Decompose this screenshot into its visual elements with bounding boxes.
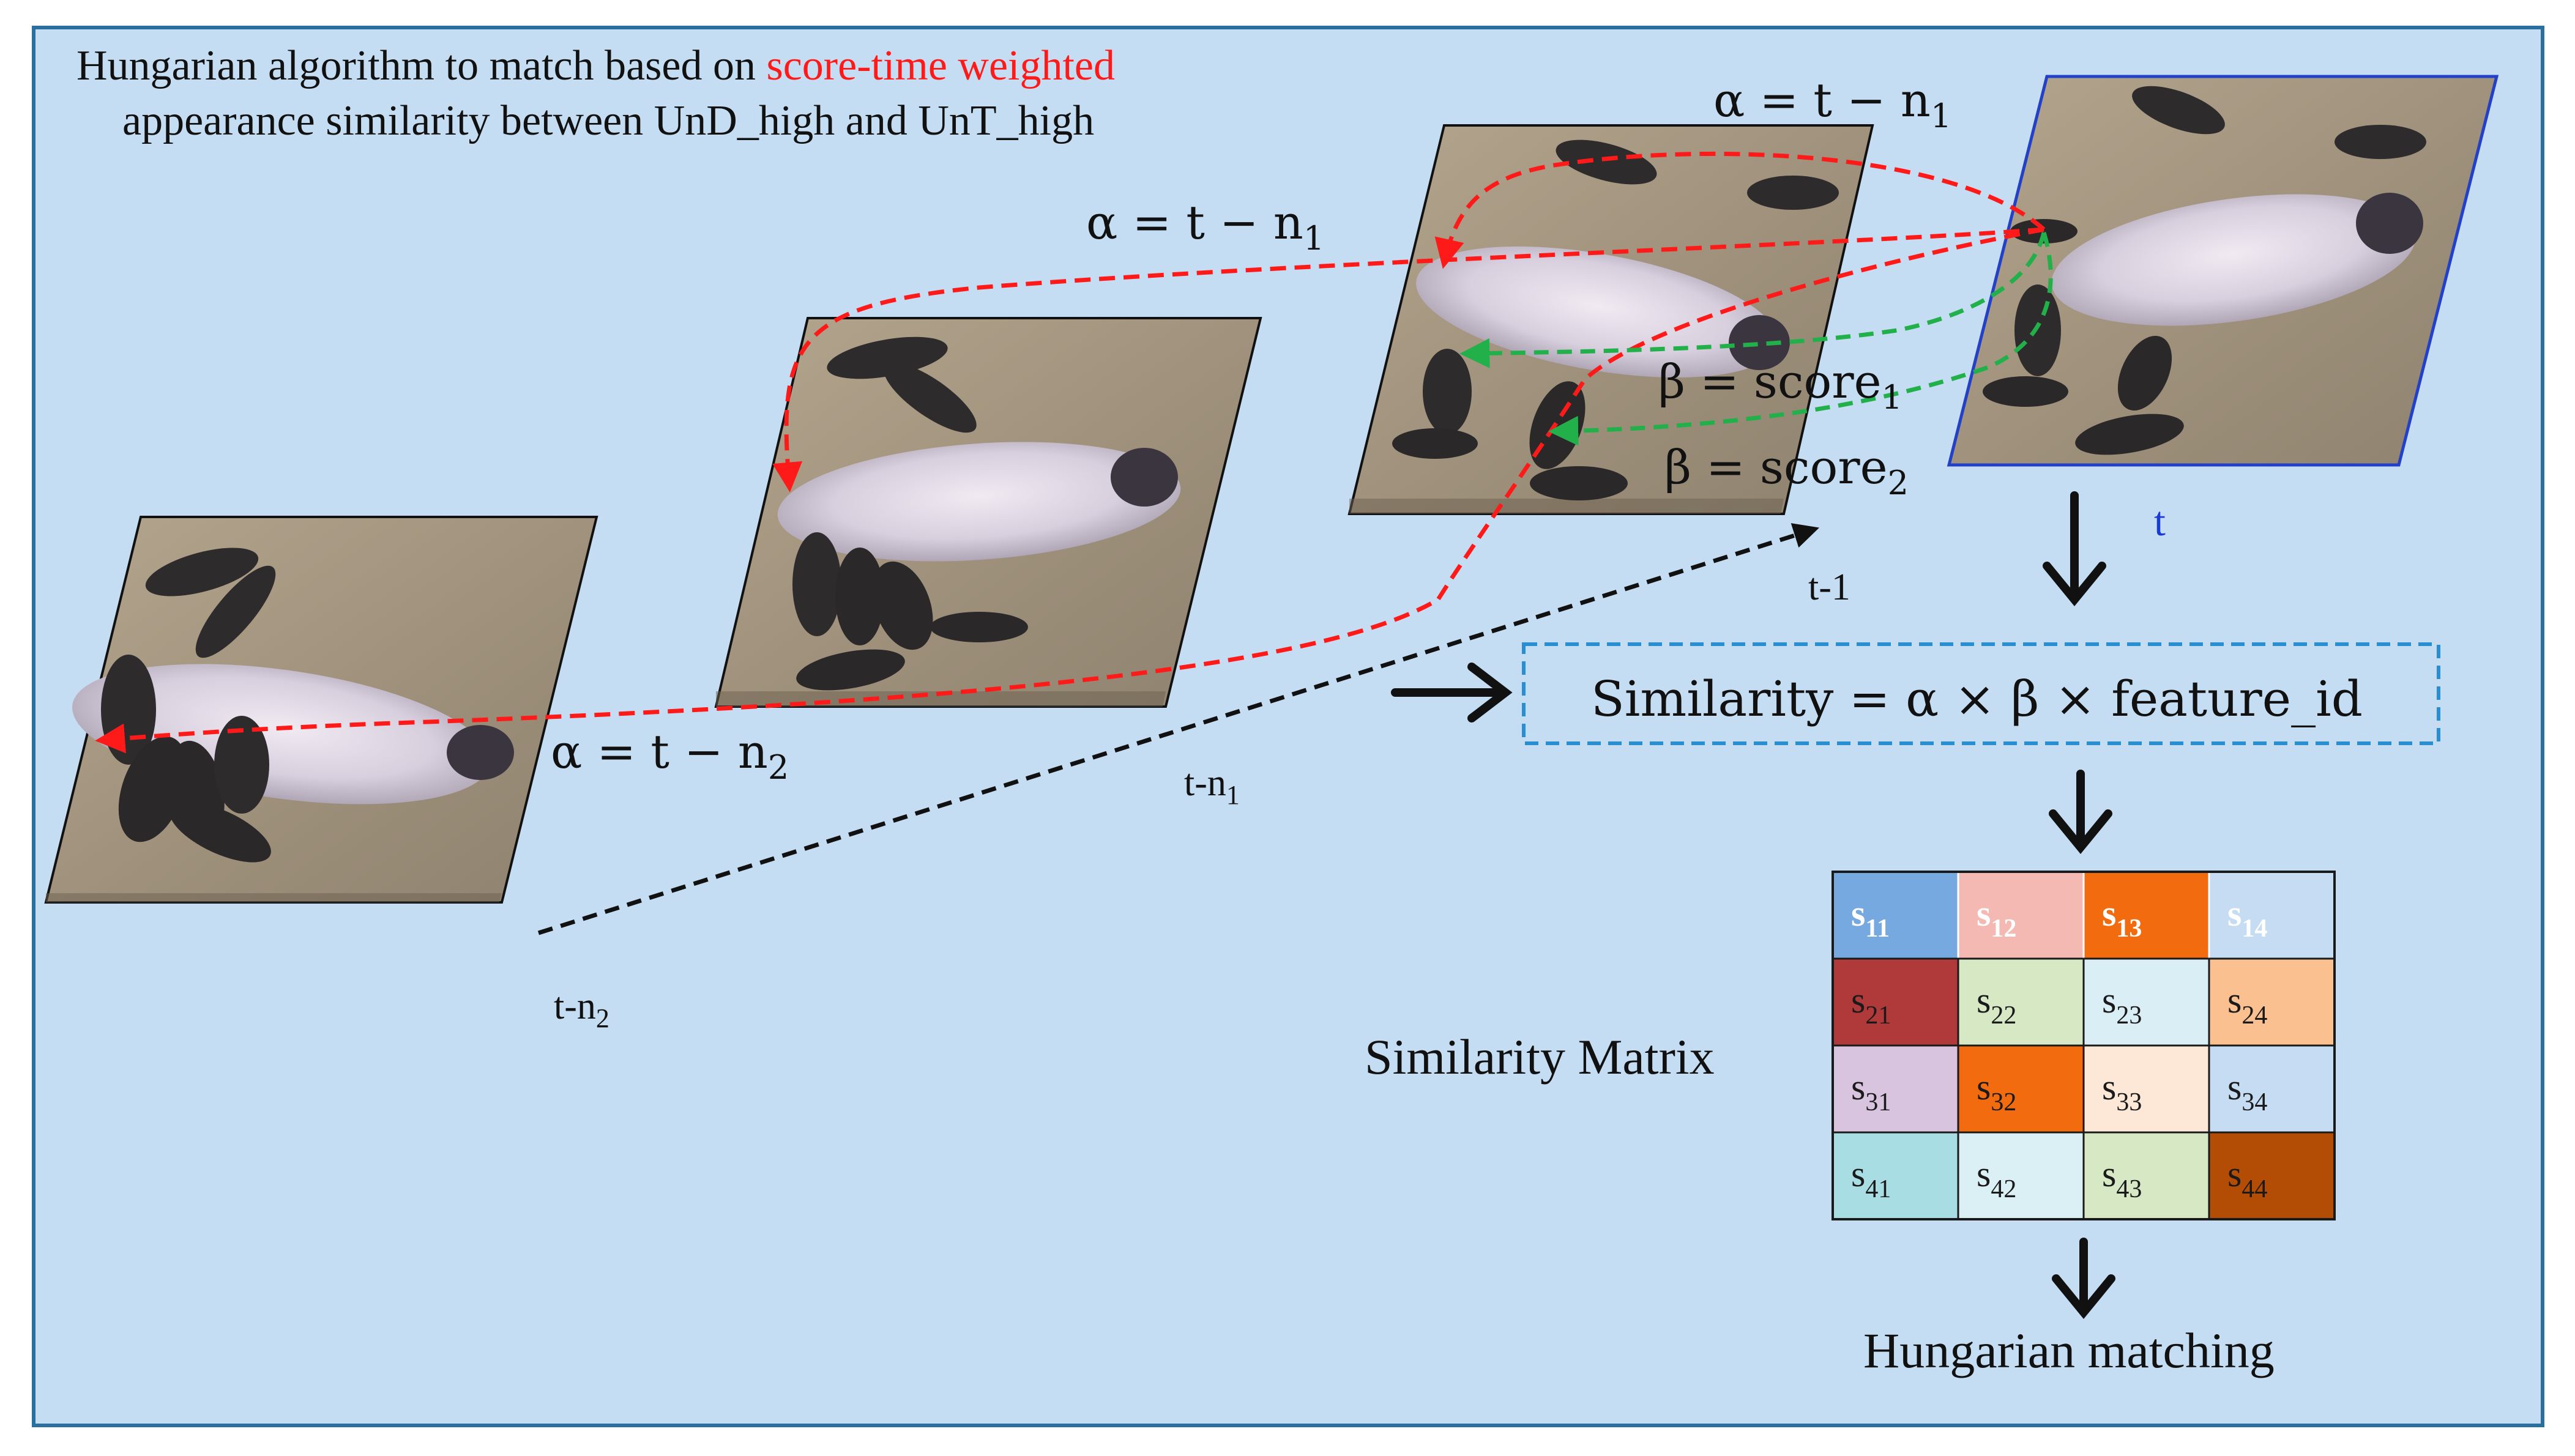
formula-text: Similarity = α × β × feature_id xyxy=(1591,670,2363,727)
matrix-cell-32 xyxy=(1957,1044,2085,1134)
matrix-cell-label-41: s41 xyxy=(1851,1154,1891,1203)
alpha-mid-label: α = t − n1 xyxy=(1086,195,1324,258)
title-line2: appearance similarity between UnD_high a… xyxy=(122,97,1094,144)
similarity-matrix: s11 s12 s13 s14 s21 s22 s23 s24 s31 s32 s33 s34 s41 s… xyxy=(1832,871,2336,1220)
label-t: t xyxy=(2154,498,2166,544)
matrix-cell-label-34: s34 xyxy=(2227,1067,2267,1116)
matrix-cell-label-42: s42 xyxy=(1977,1154,2016,1203)
label-t-1: t-1 xyxy=(1808,566,1850,608)
matrix-cell-label-21: s21 xyxy=(1851,980,1891,1030)
piglet xyxy=(145,548,259,596)
label-t-n1: t-n1 xyxy=(1184,762,1240,810)
sow-pig xyxy=(777,442,1181,562)
label-t-n2: t-n2 xyxy=(554,986,609,1033)
matrix-cell-33 xyxy=(2082,1044,2210,1134)
piglet xyxy=(1556,139,1657,185)
red-arrow-to-t-1 xyxy=(1434,151,2046,269)
red-tracking-arrows xyxy=(95,151,2046,754)
time-axis-arrow xyxy=(537,523,1820,935)
matrix-cell-label-24: s24 xyxy=(2227,980,2267,1030)
matrix-label: Similarity Matrix xyxy=(1365,1029,1715,1085)
red-arrow-to-t-n1 xyxy=(772,227,2044,492)
title-prefix: Hungarian algorithm to match based on xyxy=(76,42,767,89)
beta-score1-label: β = score1 xyxy=(1658,354,1902,417)
alpha-top-label: α = t − n1 xyxy=(1713,73,1951,135)
sow-pig xyxy=(1416,246,1778,378)
matrix-cell-label-43: s43 xyxy=(2102,1154,2142,1203)
title-block: Hungarian algorithm to match based on sc… xyxy=(76,42,1115,144)
piglet xyxy=(827,336,948,379)
beta-score2-label: β = score2 xyxy=(1664,440,1909,502)
matrix-cell-label-23: s23 xyxy=(2102,980,2142,1030)
title-line1: Hungarian algorithm to match based on sc… xyxy=(76,42,1115,89)
formula-box: Similarity = α × β × feature_id xyxy=(1522,642,2440,745)
matrix-cell-label-31: s31 xyxy=(1851,1067,1891,1116)
matrix-cell-label-11: s11 xyxy=(1851,893,1890,943)
frame-t-n1 xyxy=(714,317,1262,708)
matrix-cell-43 xyxy=(2082,1131,2210,1220)
frame-t-1 xyxy=(1347,124,1874,515)
output-label: Hungarian matching xyxy=(1863,1323,2275,1378)
matrix-cell-label-14: s14 xyxy=(2227,893,2267,943)
matrix-cell-label-32: s32 xyxy=(1977,1067,2016,1116)
green-score-arrows xyxy=(1459,231,2053,446)
red-arrow-to-t-n2 xyxy=(95,227,2044,754)
frame-t xyxy=(1947,75,2499,467)
green-arrow-to-piglet2 xyxy=(1548,231,2053,446)
flow-arrows xyxy=(1391,491,2115,1320)
sow-pig xyxy=(2051,194,2416,326)
piglet xyxy=(2132,86,2225,135)
matrix-cell-44 xyxy=(2208,1131,2336,1220)
matrix-cell-label-12: s12 xyxy=(1977,893,2016,943)
frame-t-n2 xyxy=(44,516,598,904)
matrix-cell-label-44: s44 xyxy=(2227,1154,2267,1203)
alpha-low-label: α = t − n2 xyxy=(551,724,789,787)
matrix-cell-label-22: s22 xyxy=(1977,980,2016,1030)
matrix-border xyxy=(1832,871,2336,1220)
title-highlight: score-time weighted xyxy=(767,42,1116,89)
matrix-cell-label-33: s33 xyxy=(2102,1067,2142,1116)
matrix-cell-label-13: s13 xyxy=(2102,893,2142,943)
